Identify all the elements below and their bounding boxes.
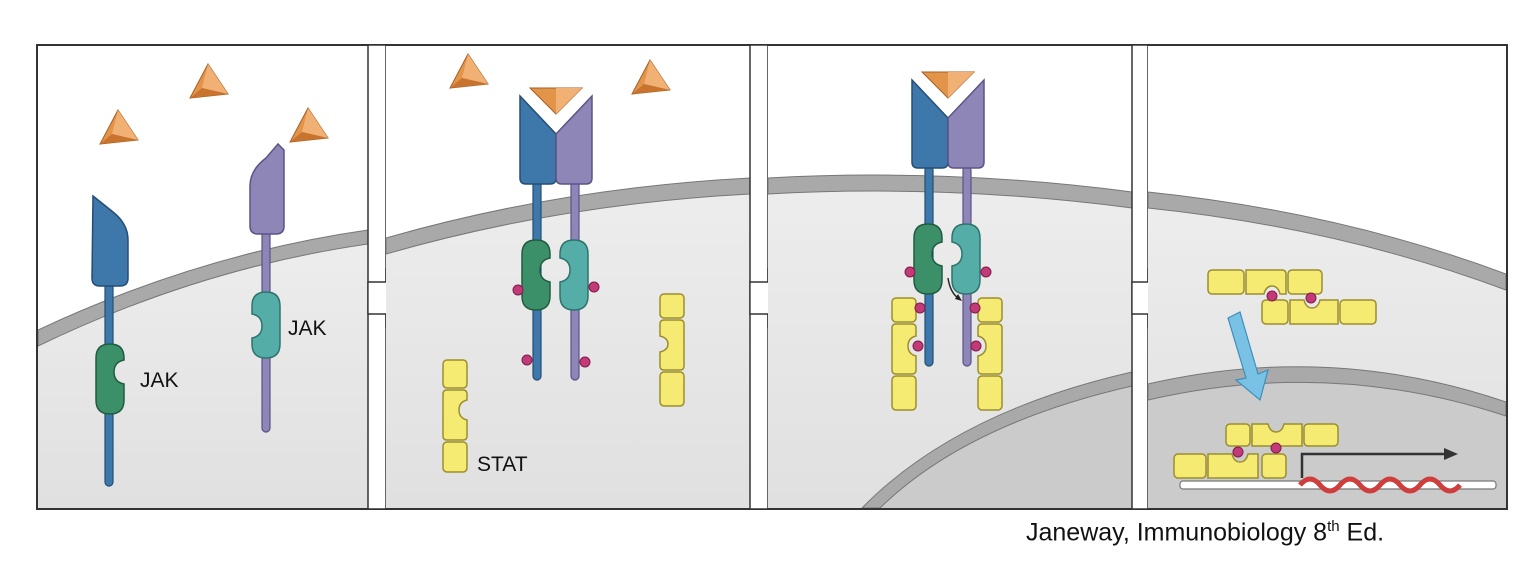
stat-dimer-cytoplasm	[1207, 269, 1377, 325]
nucleus-3	[870, 380, 1132, 508]
nuclear-translocation-arrow	[1227, 311, 1269, 402]
cell-membrane-1	[38, 229, 368, 347]
jak-kinase-pair-active	[913, 223, 981, 301]
phosphate-groups	[512, 281, 600, 368]
phosphate-groups	[1232, 442, 1282, 458]
phosphate-groups	[1266, 290, 1317, 304]
stat-label: STAT	[477, 453, 528, 476]
citation-suffix: Ed.	[1339, 518, 1385, 547]
transcription-arrow	[1300, 448, 1458, 478]
phosphate-groups	[904, 266, 992, 352]
jak-kinase-right	[251, 291, 281, 359]
cell-membrane-3	[768, 174, 1132, 209]
jak-label-right: JAK	[288, 317, 327, 340]
panel-1	[38, 46, 368, 508]
cytoplasm-2	[386, 186, 750, 508]
stat-dimer-nucleus	[1173, 423, 1339, 479]
citation-superscript: th	[1327, 518, 1340, 535]
mrna-transcript	[1298, 476, 1462, 494]
nuclear-envelope-3	[861, 371, 1132, 508]
stat-monomer	[442, 359, 468, 473]
stat-monomer	[659, 293, 685, 407]
jak-label-left: JAK	[140, 369, 179, 392]
cell-membrane-4	[1148, 191, 1506, 291]
citation-prefix: Janeway, Immunobiology 8	[1026, 518, 1328, 547]
stat-bound-left	[891, 297, 917, 411]
jak-kinase-pair	[521, 239, 589, 311]
cell-membrane-2	[386, 177, 750, 255]
citation: Janeway, Immunobiology 8th Ed.	[1026, 518, 1384, 547]
jak-kinase-left	[95, 343, 125, 415]
stat-bound-right	[977, 297, 1003, 411]
